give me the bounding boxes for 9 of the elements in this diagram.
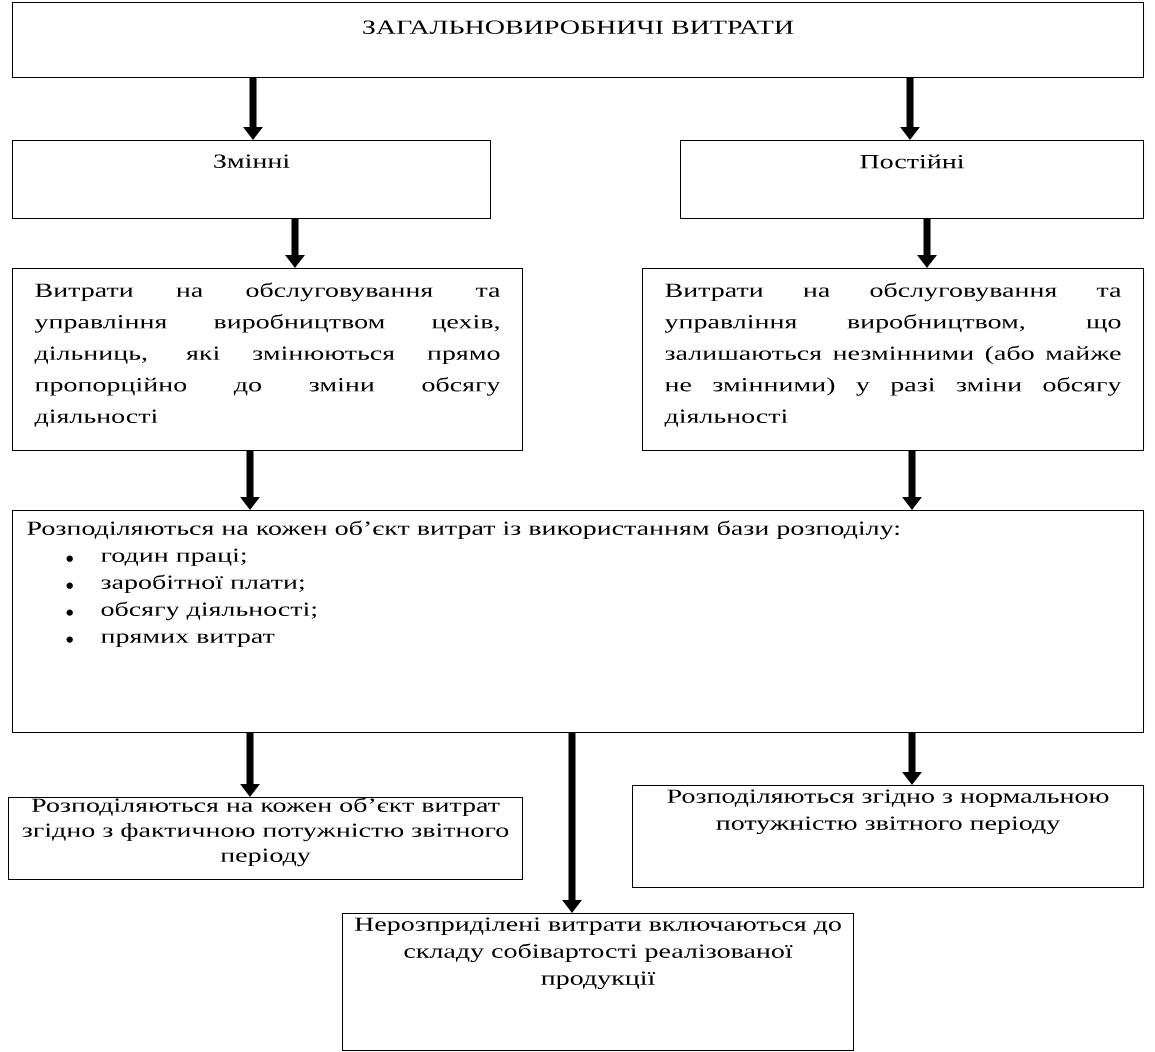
description-box: Витрати на обслуговування та управління виробництвом цехів, дільниць, які змінюються прямо пропорційно до зміни обсягу діяльності: [12, 268, 523, 451]
title-box: ЗАГАЛЬНОВИРОБНИЧІ ВИТРАТИ: [12, 2, 1144, 78]
outcome-box: Розподіляються згідно з нормальною потужністю звітного періоду: [632, 785, 1144, 888]
category-box: Постійні: [680, 140, 1144, 219]
description-box: Витрати на обслуговування та управління виробництвом, що залишаються незмінними (або майже не змінними) у разі зміни обсягу діяльності: [642, 268, 1144, 451]
category-box: Змінні: [12, 140, 491, 219]
outcome-box: Нерозприділені витрати включаються до складу собівартості реалізованої продукції: [342, 913, 854, 1051]
allocation-box: Розподіляються на кожен об’єкт витрат із використанням бази розподілу: годин праці; заробітної плати; обсягу діяльності; прямих витрат: [12, 510, 1144, 733]
outcome-box: Розподіляються на кожен об’єкт витрат згідно з фактичною потужністю звітного періоду: [8, 797, 523, 880]
